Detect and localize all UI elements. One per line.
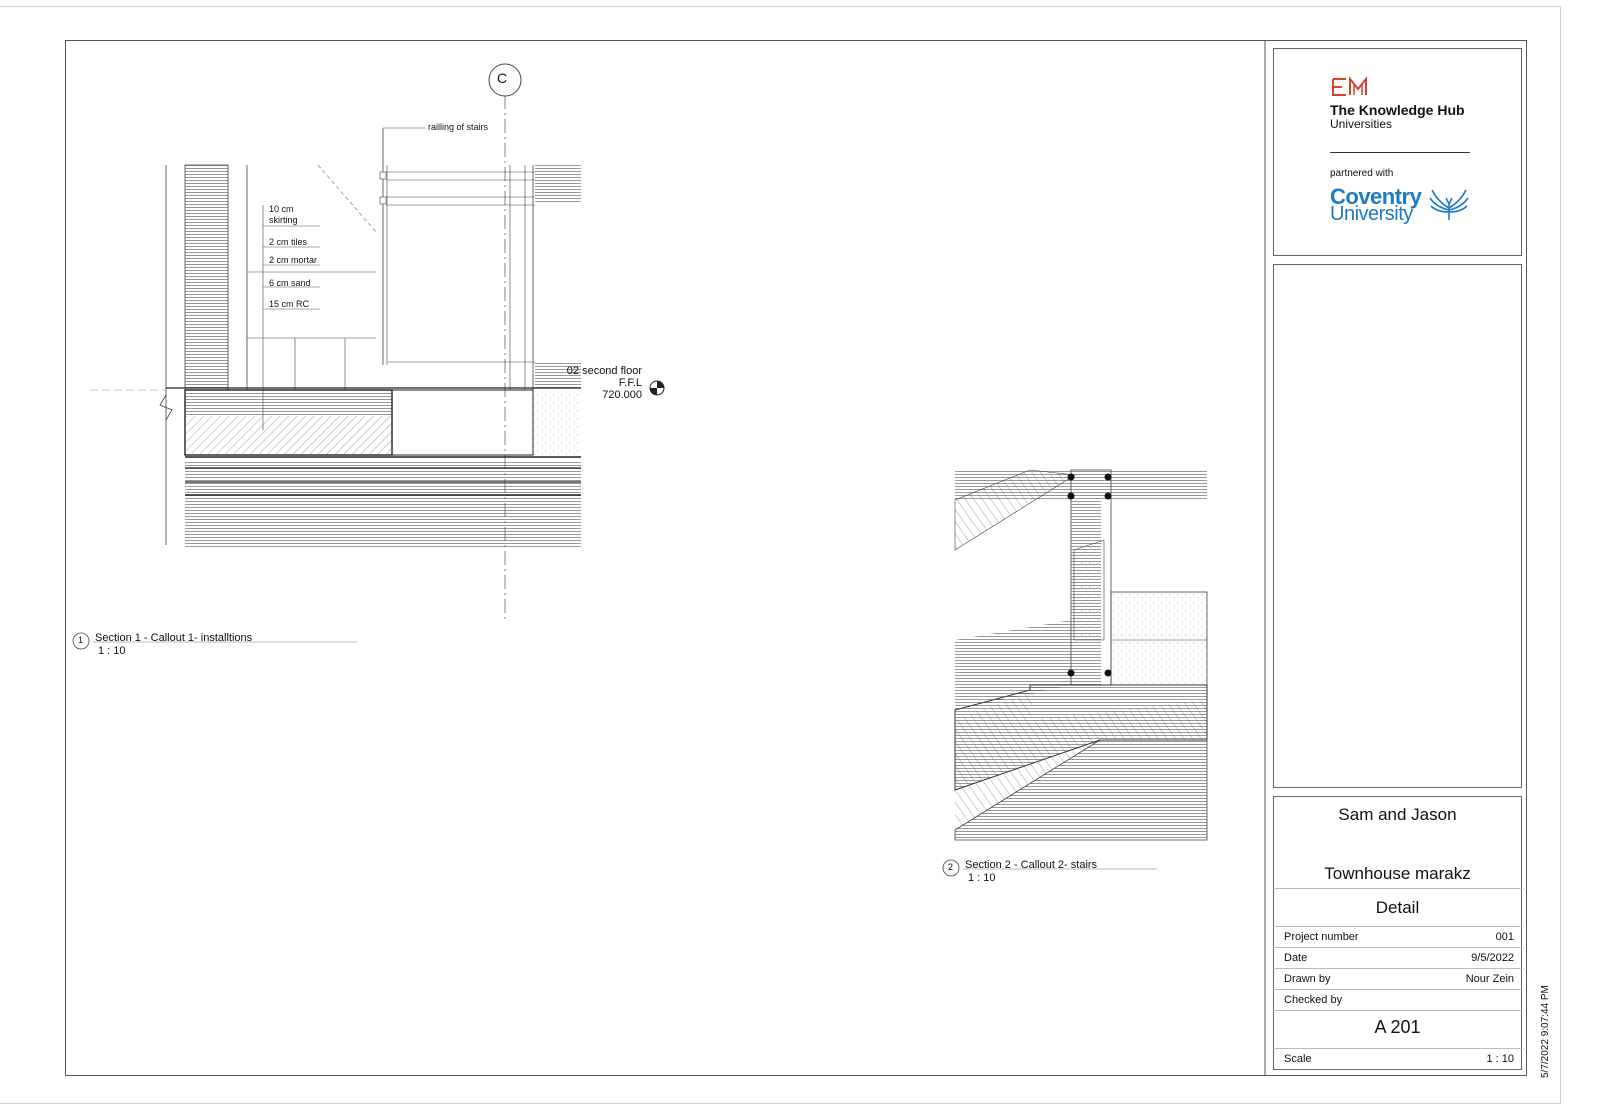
divider-2: [1273, 1010, 1522, 1011]
sheet-number: A 201: [1374, 1017, 1421, 1037]
row-project-number: Project number 001: [1273, 926, 1522, 947]
callout-1-number: 1: [78, 635, 84, 645]
row-date: Date 9/5/2022: [1273, 947, 1522, 968]
callout-2-bubble: [942, 859, 960, 877]
row-value: 001: [1495, 931, 1514, 943]
callout-2-title: Section 2 - Callout 2- stairs: [965, 859, 1098, 871]
sheet-edge: [0, 6, 1561, 1104]
row-key: Drawn by: [1284, 973, 1331, 985]
row-key: Date: [1284, 952, 1308, 964]
coventry-name: Coventry: [1330, 184, 1422, 209]
callout-2-scale: 1 : 10: [968, 872, 996, 884]
annotation-sand: 6 cm sand: [269, 278, 311, 288]
row-key: Project number: [1284, 931, 1359, 943]
sheet-name: Detail: [1375, 898, 1420, 917]
callout-1-bubble: [72, 632, 90, 650]
scale-label: Scale: [1284, 1053, 1312, 1065]
knowledge-hub-logo-icon: [1332, 76, 1367, 96]
row-value: 9/5/2022: [1471, 952, 1514, 964]
grid-label-c: C: [497, 70, 508, 86]
annotation-rc: 15 cm RC: [269, 299, 310, 309]
level-tag: 02 second floor F.F.L 720.000: [560, 365, 642, 401]
client-name: Sam and Jason: [1338, 805, 1457, 824]
row-checked-by: Checked by: [1273, 989, 1522, 1010]
coventry-sub: University: [1330, 203, 1413, 225]
project-name: Townhouse marakz: [1324, 864, 1471, 883]
knowledge-hub-name: The Knowledge Hub: [1330, 102, 1465, 118]
drawing-frame: [65, 40, 1527, 1076]
section-2-drawing: [942, 469, 1208, 877]
callout-1-title: Section 1 - Callout 1- installtions: [95, 632, 253, 644]
section-1-drawing: [72, 63, 665, 650]
level-elevation: 720.000: [602, 389, 642, 401]
annotation-tiles: 2 cm tiles: [269, 237, 308, 247]
logo-divider: [1330, 152, 1470, 153]
callout-1-scale: 1 : 10: [98, 645, 126, 657]
knowledge-hub-sub: Universities: [1330, 117, 1393, 131]
blank-panel: [1273, 264, 1522, 788]
row-drawn-by: Drawn by Nour Zein: [1273, 968, 1522, 989]
partnered-text: partnered with: [1330, 168, 1394, 179]
logo-panel: [1273, 48, 1522, 256]
row-scale: Scale 1 : 10: [1273, 1048, 1522, 1070]
annotation-skirting: 10 cm skirting: [269, 204, 298, 225]
annotation-railing: railling of stairs: [428, 122, 489, 132]
row-key: Checked by: [1284, 994, 1343, 1006]
wall-hatch: [184, 164, 229, 391]
row-value: Nour Zein: [1465, 973, 1514, 985]
divider-1: [1273, 888, 1522, 889]
level-ffl: F.F.L: [618, 377, 642, 389]
phoenix-logo-icon: [1429, 189, 1469, 220]
annotation-mortar: 2 cm mortar: [269, 255, 318, 265]
grid-bubble-c: [488, 63, 522, 97]
title-info-panel: [1273, 796, 1522, 1070]
callout-2-number: 2: [948, 862, 954, 872]
level-name: 02 second floor: [566, 365, 642, 377]
print-timestamp: 5/7/2022 9:07:44 PM: [1540, 985, 1551, 1078]
scale-value: 1 : 10: [1486, 1053, 1514, 1065]
